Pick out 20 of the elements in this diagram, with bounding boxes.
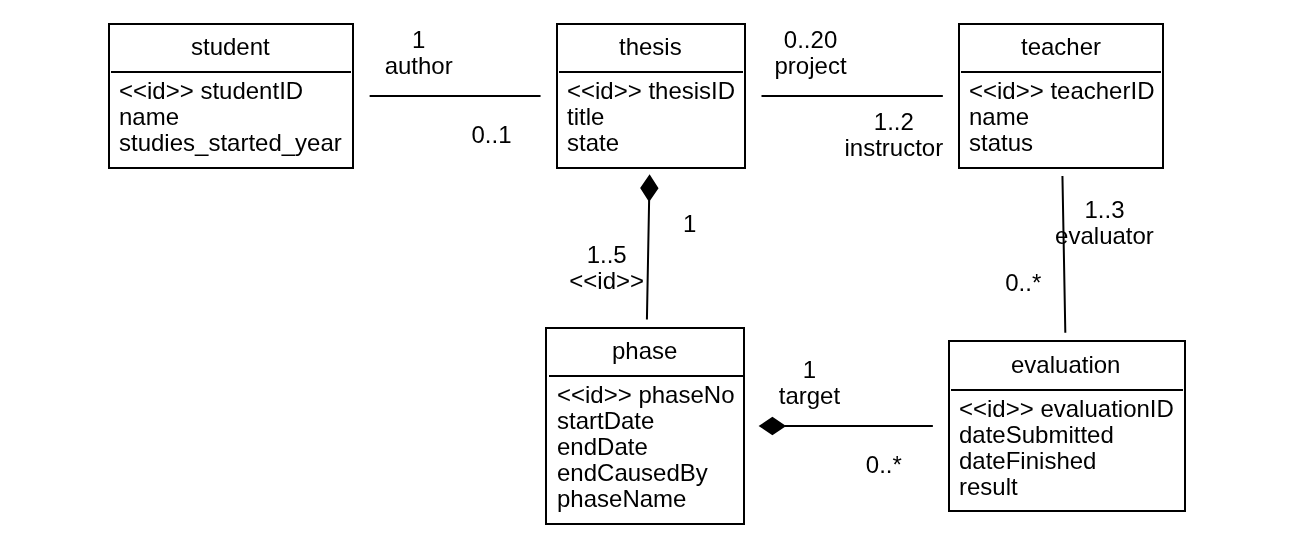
label: <<id>> [568, 266, 644, 294]
label: instructor [843, 134, 943, 162]
label: target [778, 382, 840, 410]
label: 1 [411, 26, 425, 54]
connector [760, 95, 944, 97]
connector [368, 95, 542, 97]
connector [1060, 175, 1066, 334]
label: 0..* [865, 451, 902, 479]
label: 0..20 [783, 26, 837, 54]
label: 1..2 [873, 108, 914, 136]
connector [758, 416, 934, 436]
label: 1..3 [1083, 195, 1124, 223]
label: 1 [682, 210, 696, 238]
connector [639, 174, 659, 321]
label: 1 [802, 356, 816, 384]
label: 1..5 [586, 240, 627, 268]
label: 0..* [1004, 268, 1041, 296]
label: project [774, 52, 847, 80]
label: 0..1 [471, 121, 512, 149]
label: author [384, 52, 453, 80]
